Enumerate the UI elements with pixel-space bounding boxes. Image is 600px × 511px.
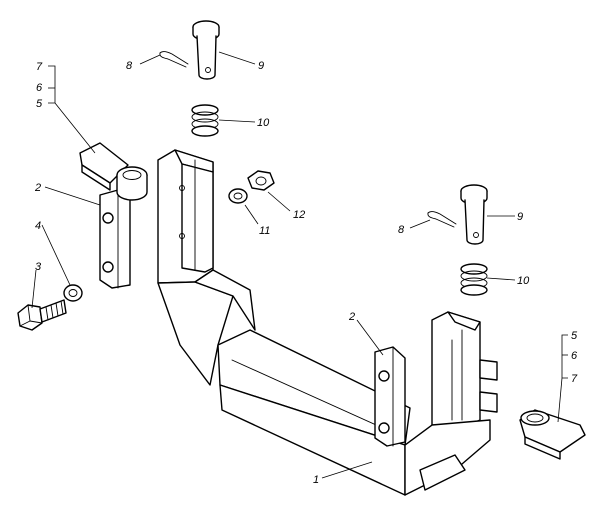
cotter-pin-top	[159, 51, 189, 68]
label-part-6-left: 6	[36, 82, 43, 94]
bolt	[17, 299, 67, 331]
part-labels: 8 9 10 7 6 5 2 4 3 11 12 8 9 10 2 5 6 7 …	[34, 60, 578, 486]
bracket-right	[519, 409, 586, 460]
label-part-8-top: 8	[126, 60, 133, 72]
label-part-7-right: 7	[571, 373, 578, 385]
label-part-1: 1	[313, 474, 319, 486]
label-part-5-left: 5	[36, 98, 43, 110]
label-part-2-left: 2	[34, 182, 41, 194]
bracket-left	[79, 142, 148, 201]
pin-right	[460, 184, 488, 245]
label-part-6-right: 6	[571, 350, 578, 362]
spring-right	[460, 263, 488, 296]
label-part-10-top: 10	[257, 117, 270, 129]
label-part-4: 4	[35, 220, 41, 232]
label-part-7-left: 7	[36, 61, 43, 73]
label-part-11: 11	[259, 225, 270, 237]
label-part-9-top: 9	[258, 60, 264, 72]
washer	[63, 284, 83, 302]
label-part-5-right: 5	[571, 330, 578, 342]
label-part-3: 3	[35, 261, 42, 273]
label-part-8-right: 8	[398, 224, 405, 236]
label-part-9-right: 9	[517, 211, 523, 223]
plate-right	[374, 346, 406, 447]
nut	[247, 170, 275, 191]
pin-top	[192, 20, 220, 80]
label-part-2-right: 2	[348, 311, 355, 323]
label-part-12: 12	[293, 209, 305, 221]
spring-top	[191, 104, 219, 137]
lock-washer	[228, 188, 248, 204]
label-part-10-right: 10	[517, 275, 530, 287]
main-frame	[157, 149, 498, 496]
plate-left	[99, 189, 131, 289]
cotter-pin-right	[427, 211, 457, 228]
leader-lines	[31, 51, 568, 479]
